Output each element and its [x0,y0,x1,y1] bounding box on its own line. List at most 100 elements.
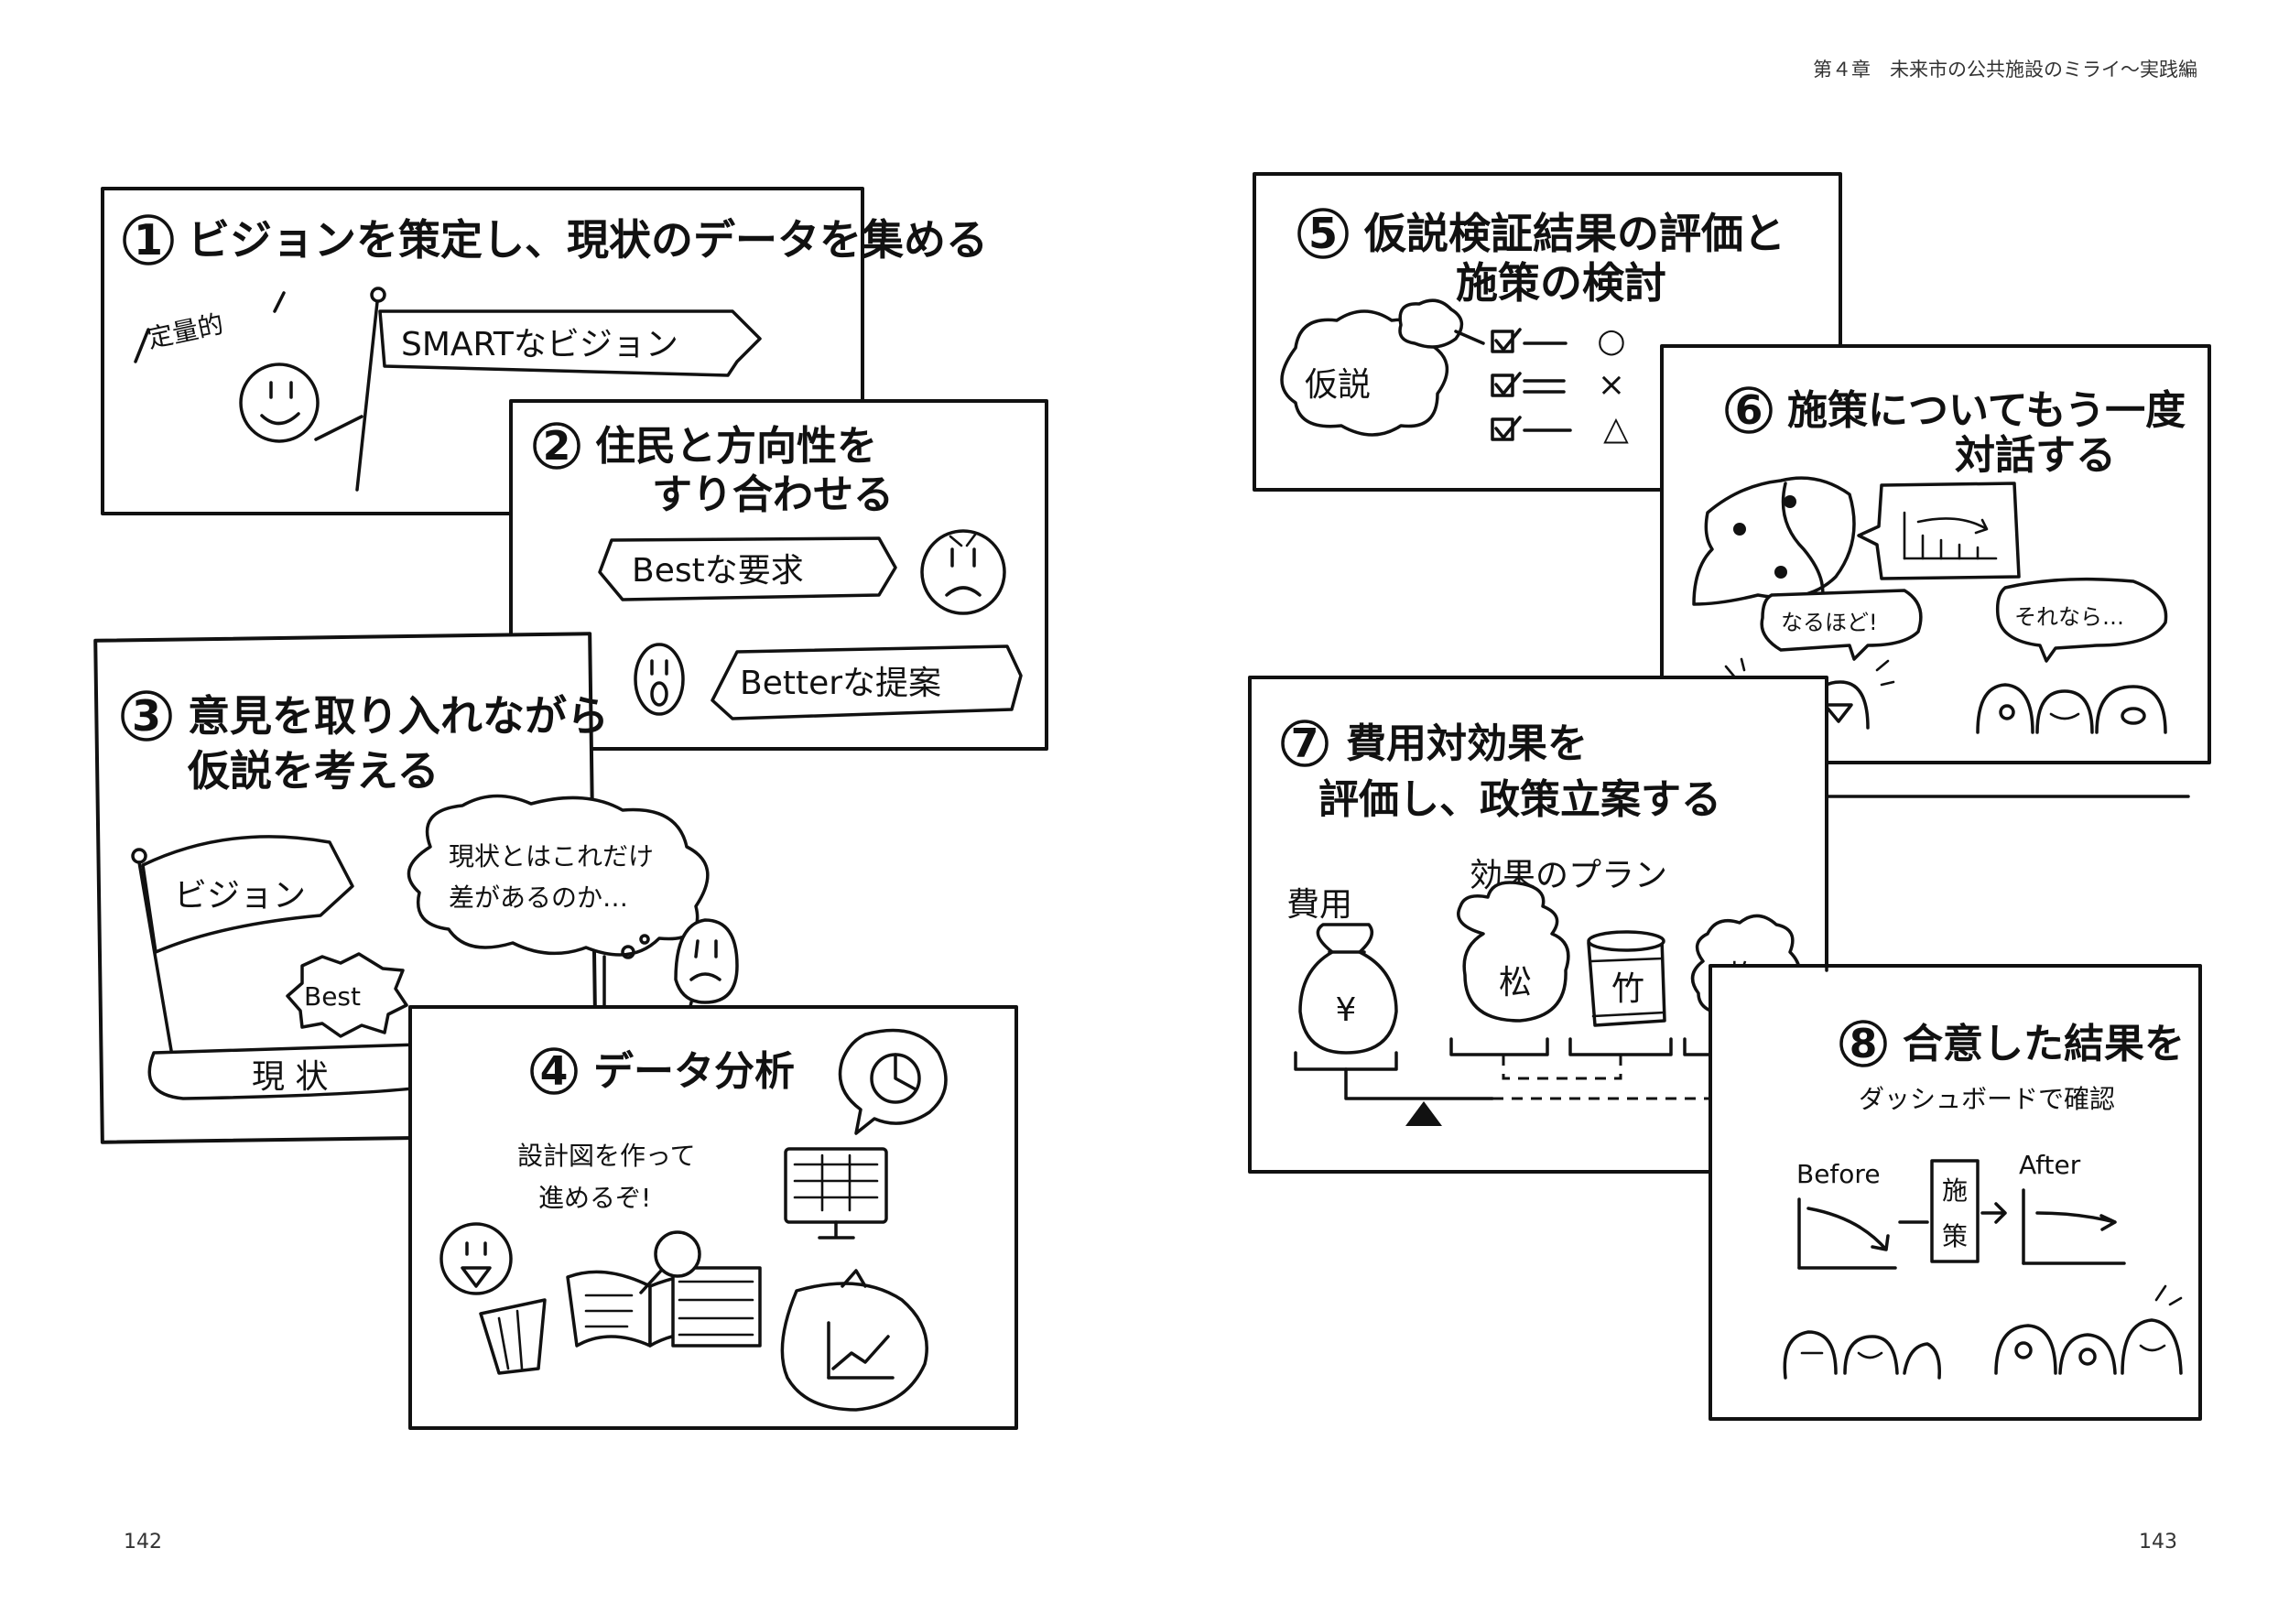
panel-5-cloud-connector [1454,330,1485,345]
panel-5-mark-cross: × [1598,366,1625,404]
panel-6-bubble-left [1760,589,1923,661]
balance-beam-dashed-inner [1502,1055,1622,1080]
panel-8-measure-char2: 策 [1942,1221,1968,1251]
panel-2-title-line2: すり合わせる [652,471,894,518]
balance-fulcrum [1405,1101,1442,1126]
panel-5-checklist [1491,328,1572,441]
before-chart-icon [1797,1197,1897,1270]
panel-6-number-circle [1725,386,1773,434]
panel-7-yen-mark: ¥ [1336,991,1357,1029]
presenting-face-icon [439,1222,547,1375]
panel-6-title-line1: 施策についてもう一度 [1787,387,2186,434]
neutral-face-icon [634,643,685,716]
panel-6-number: 6 [1735,387,1763,434]
panel-8-title-line1: 合意した結果を [1903,1021,2185,1067]
panel-4-caption-line2: 進めるぞ! [538,1183,651,1213]
panel-1-title: ビジョンを策定し、現状のデータを集める [188,215,988,265]
panel-8-after-label: After [2019,1150,2081,1180]
panel-6-title-line2: 対話する [1955,432,2116,479]
panel-3-number: 3 [132,691,161,741]
panel-3-bubble-line2: 差があるのか… [449,882,628,913]
panel-2-number-circle [533,422,580,470]
panel-1-note-tick-left [134,328,150,363]
panel-2-number: 2 [543,423,571,470]
bamboo-item-icon [1587,930,1666,1027]
panel-1-flag-knob [370,287,386,303]
panel-3-base-text: 現 状 [252,1058,328,1096]
line-chart-bubble-icon [780,1269,928,1412]
sad-face-icon [920,529,1006,615]
panel-3-badge-text: Best [304,981,361,1012]
panel-5-number-circle [1297,208,1349,259]
panel-7-number-circle [1281,720,1329,767]
panel-8-number: 8 [1850,1021,1878,1067]
panel-7-number: 7 [1291,720,1319,767]
panel-3-number-circle [121,690,172,742]
monitor-table-icon [784,1147,888,1240]
panel-2-banner-best [598,536,897,601]
panel-5-title-line1: 仮説検証結果の評価と [1363,209,1785,258]
panel-2-banner-better [711,644,1023,720]
panel-4-title: データ分析 [593,1048,795,1095]
thought-dot-large [621,945,635,959]
panel-3-flag-knob [131,848,147,864]
page-number-right: 143 [2139,1531,2177,1554]
panel-8-title-line2: ダッシュボードで確認 [1859,1084,2115,1114]
panel-2: 2 住民と方向性を すり合わせる Bestな要求 Betterな提案 [509,399,1048,751]
panel-2-banner-better-text: Betterな提案 [740,665,941,702]
panel-7-item-bamboo: 竹 [1611,970,1644,1008]
best-badge-icon [286,952,408,1038]
panel-3-thought-bubble [407,794,710,957]
chapter-header: 第４章 未来市の公共施設のミライ〜実践編 [1813,59,2197,81]
panel-3-flag-pole [137,861,176,1068]
page-number-left: 142 [124,1531,162,1554]
panel-4-caption-line1: 設計図を作って [517,1141,696,1171]
thought-dot-small [639,934,650,945]
panel-1-number-circle [123,214,174,265]
panel-5-number: 5 [1308,209,1338,258]
panel-5-mark-circle: ○ [1597,322,1625,360]
panel-8-measure-char1: 施 [1942,1175,1968,1206]
panel-8-measure-box [1930,1159,1980,1263]
panel-5-cloud-text: 仮説 [1305,366,1371,404]
panel-1-flag-text: SMARTなビジョン [401,326,678,363]
panel-1-flag [378,309,762,377]
panel-4-number: 4 [540,1048,569,1095]
panel-6-bubble-left-text: なるほど! [1781,610,1878,635]
panel-3-flag [141,835,354,954]
panel-8: 8 合意した結果を ダッシュボードで確認 Before After 施 策 [1709,964,2202,1421]
panel-8-audience-faces [1783,1284,2183,1380]
panel-7-item-pine: 松 [1499,964,1532,1001]
city-map-icon [1692,476,1856,606]
panel-5-small-cloud [1398,298,1464,349]
panel-8-flow-arrows [1898,1202,2007,1224]
panel-8-number-circle [1839,1020,1887,1067]
panel-5-title-line2: 施策の検討 [1456,258,1666,308]
panel-1-flag-pole [355,300,379,492]
panel-4-number-circle [530,1047,578,1095]
panel-3-bubble-line1: 現状とはこれだけ [449,841,654,872]
money-bag-icon [1298,923,1398,1055]
panel-4: 4 データ分析 設計図を作って 進めるぞ! [408,1005,1018,1430]
pie-chart-bubble-icon [838,1028,948,1135]
panel-1-arm [314,415,363,441]
panel-2-title-line1: 住民と方向性を [595,423,877,470]
panel-6-bubble-right [1995,577,2168,663]
panel-7-title-line2: 評価し、政策立案する [1318,776,1721,823]
balance-beam-solid [1344,1067,1494,1100]
panel-8-before-label: Before [1796,1159,1881,1189]
pine-platform [1449,1037,1549,1056]
book-magnifier-icon [566,1230,762,1348]
smiley-face-icon [239,363,320,443]
pine-item-icon [1457,881,1570,1023]
panel-7-title-line1: 費用対効果を [1346,720,1588,767]
bar-chart-bubble-icon [1857,482,2021,580]
panel-6-bubble-right-text: それなら… [2014,604,2124,630]
panel-5-mark-triangle: △ [1603,410,1629,448]
after-chart-icon [2022,1188,2126,1265]
panel-1-note-tick-right [273,291,286,313]
panel-3-flag-text: ビジョン [174,877,306,915]
panel-3-title-line1: 意見を取り入れながら [188,691,609,741]
panel-7-cost-label: 費用 [1286,886,1352,924]
